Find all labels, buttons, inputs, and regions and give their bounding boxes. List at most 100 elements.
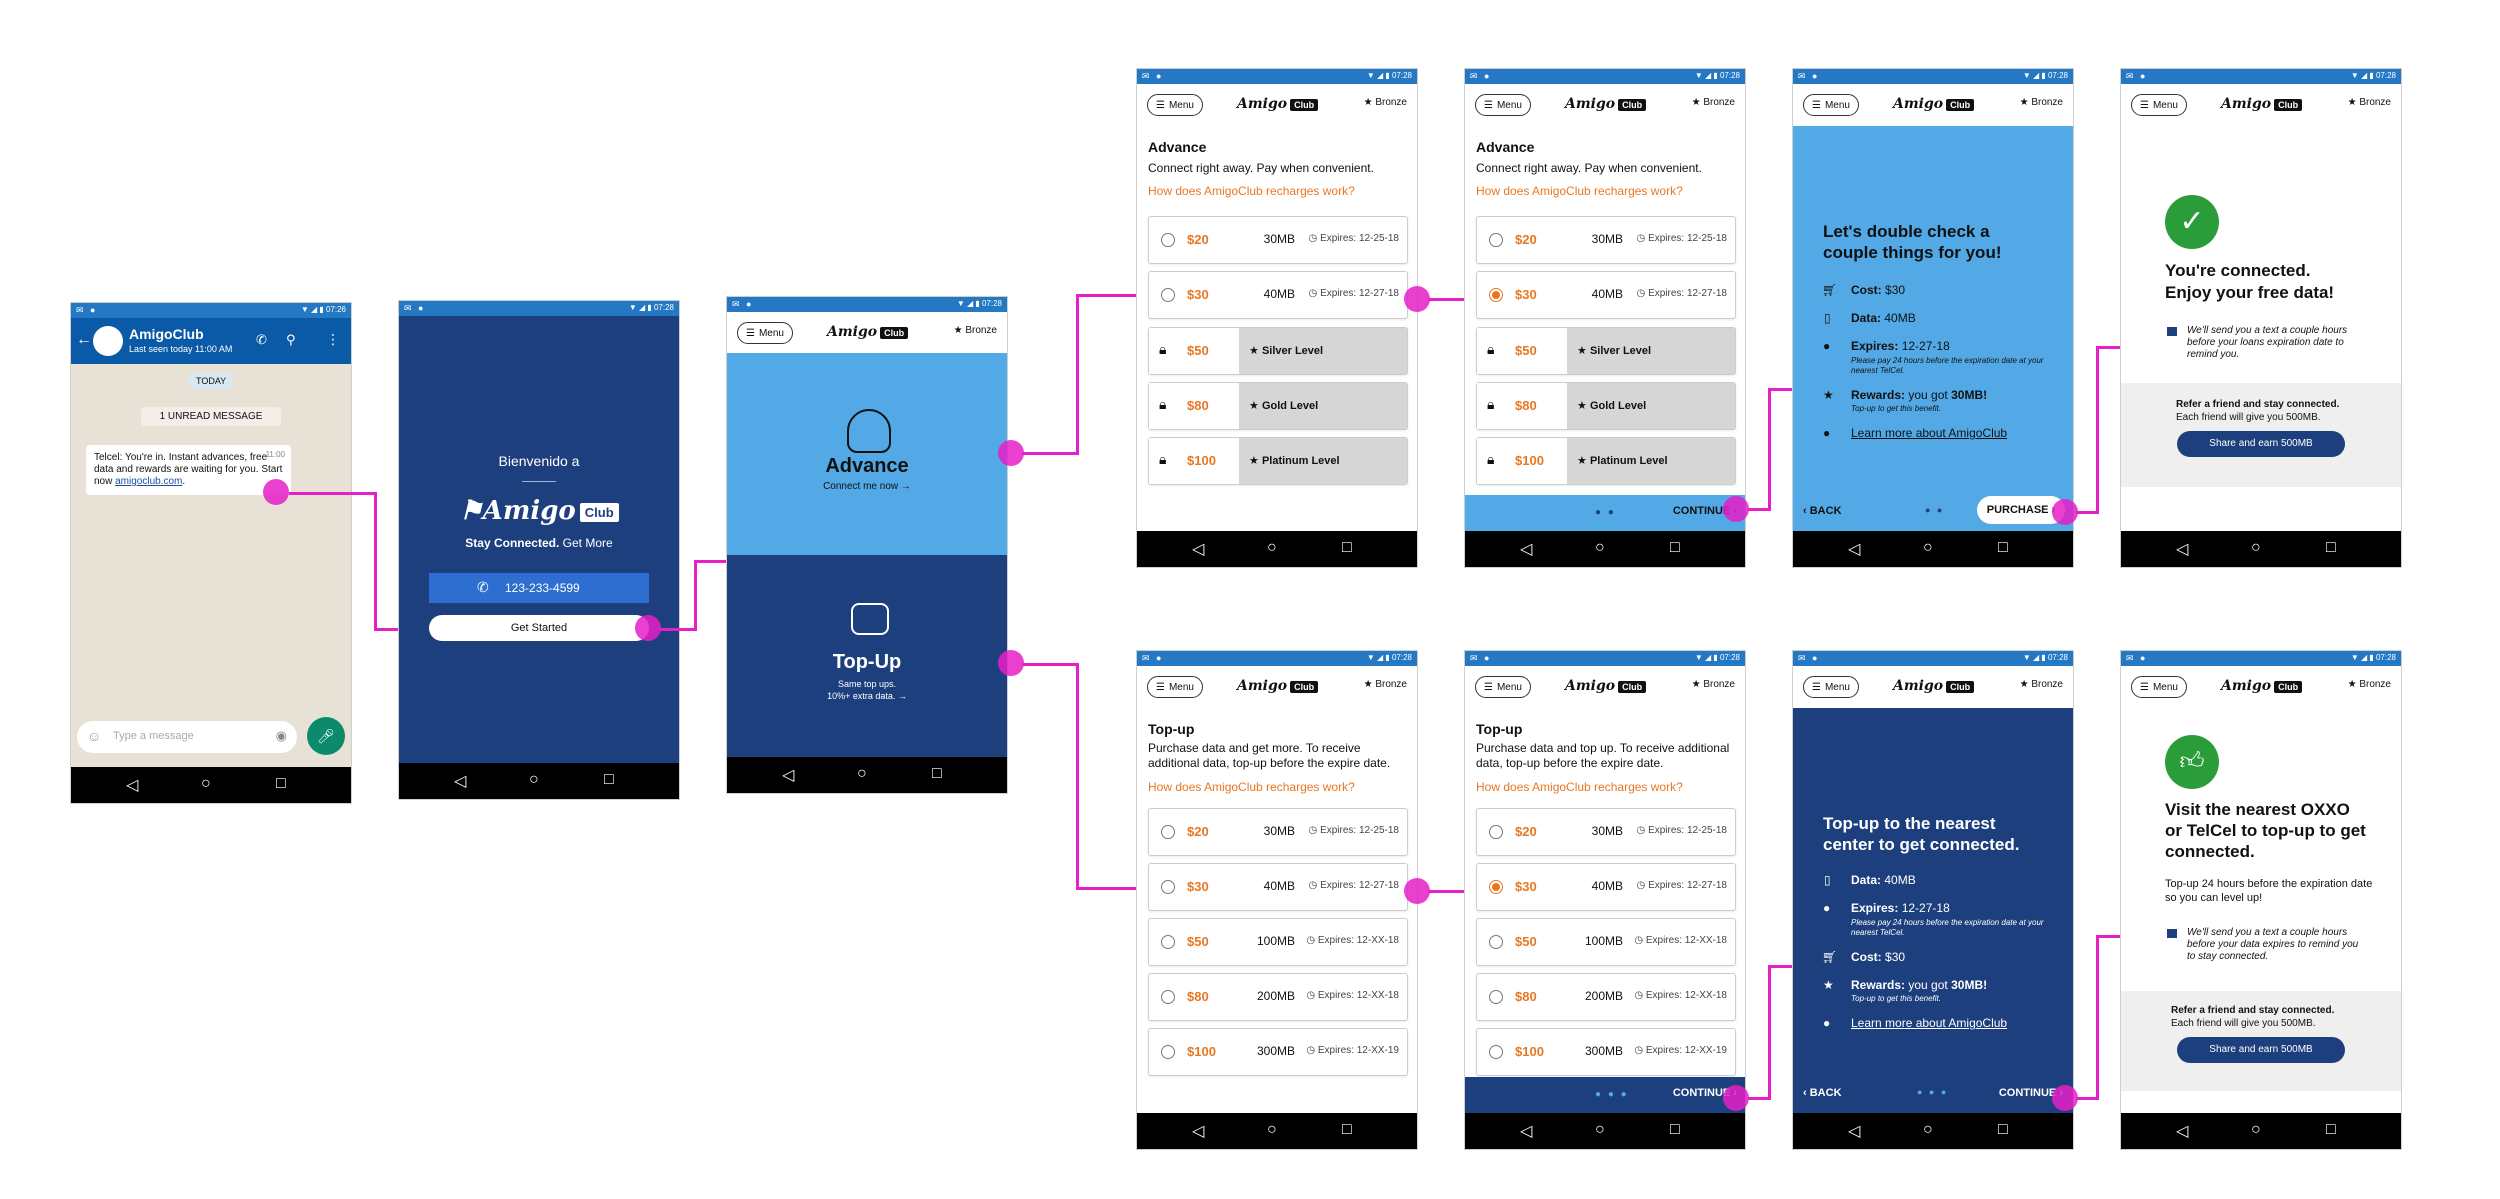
level-badge[interactable]: ★ Bronze: [2347, 679, 2391, 690]
nav-recents-icon[interactable]: □: [1342, 539, 1352, 556]
how-it-works-link[interactable]: How does AmigoClub recharges work?: [1476, 184, 1683, 198]
phone-icon[interactable]: ✆: [256, 332, 267, 347]
nav-back-icon[interactable]: ◁: [2176, 541, 2189, 558]
how-it-works-link[interactable]: How does AmigoClub recharges work?: [1148, 184, 1355, 198]
nav-home-icon[interactable]: ○: [1923, 1121, 1933, 1138]
nav-back-icon[interactable]: ◁: [1520, 541, 1533, 558]
message-input[interactable]: ☺ Type a message ◉: [77, 721, 297, 753]
nav-recents-icon[interactable]: □: [276, 775, 286, 792]
share-button[interactable]: Share and earn 500MB: [2177, 431, 2345, 457]
nav-back-icon[interactable]: ◁: [1520, 1123, 1533, 1140]
nav-recents-icon[interactable]: □: [932, 765, 942, 782]
emoji-icon[interactable]: ☺: [87, 728, 102, 744]
message-link[interactable]: amigoclub.com: [115, 476, 183, 487]
get-started-button[interactable]: Get Started: [429, 615, 649, 641]
nav-back-icon[interactable]: ◁: [2176, 1123, 2189, 1140]
nav-recents-icon[interactable]: □: [1342, 1121, 1352, 1138]
how-it-works-link[interactable]: How does AmigoClub recharges work?: [1148, 780, 1355, 794]
nav-home-icon[interactable]: ○: [1595, 539, 1605, 556]
nav-home-icon[interactable]: ○: [201, 775, 211, 792]
menu-button[interactable]: ☰Menu: [1475, 676, 1531, 698]
radio-button[interactable]: [1489, 990, 1503, 1004]
more-icon[interactable]: ⋮: [326, 331, 340, 347]
level-badge[interactable]: ★ Bronze: [1363, 679, 1407, 690]
menu-button[interactable]: ☰Menu: [1803, 676, 1859, 698]
nav-home-icon[interactable]: ○: [857, 765, 867, 782]
radio-button[interactable]: [1489, 935, 1503, 949]
advance-card[interactable]: Advance Connect me now →: [727, 353, 1007, 555]
radio-button[interactable]: [1161, 1045, 1175, 1059]
level-badge[interactable]: ★ Bronze: [953, 325, 997, 336]
nav-back-icon[interactable]: ◁: [1848, 1123, 1861, 1140]
nav-back-icon[interactable]: ◁: [454, 773, 467, 790]
avatar[interactable]: [93, 326, 123, 356]
menu-button[interactable]: ☰Menu: [2131, 94, 2187, 116]
attach-icon[interactable]: ⚲: [286, 332, 296, 347]
menu-button[interactable]: ☰Menu: [1803, 94, 1859, 116]
nav-back-icon[interactable]: ◁: [782, 767, 795, 784]
radio-button[interactable]: [1161, 288, 1175, 302]
radio-button-selected[interactable]: [1489, 288, 1503, 302]
share-button[interactable]: Share and earn 500MB: [2177, 1037, 2345, 1063]
radio-button[interactable]: [1489, 825, 1503, 839]
radio-button[interactable]: [1161, 935, 1175, 949]
how-it-works-link[interactable]: How does AmigoClub recharges work?: [1476, 780, 1683, 794]
nav-back-icon[interactable]: ◁: [1192, 541, 1205, 558]
nav-home-icon[interactable]: ○: [2251, 539, 2261, 556]
back-arrow-icon[interactable]: ←: [76, 331, 92, 348]
nav-recents-icon[interactable]: □: [2326, 1121, 2336, 1138]
radio-button[interactable]: [1489, 1045, 1503, 1059]
level-badge[interactable]: ★ Bronze: [1363, 97, 1407, 108]
nav-home-icon[interactable]: ○: [1923, 539, 1933, 556]
nav-home-icon[interactable]: ○: [1595, 1121, 1605, 1138]
back-button[interactable]: ‹ BACK: [1803, 1087, 1842, 1099]
menu-button[interactable]: ☰Menu: [1147, 94, 1203, 116]
menu-button[interactable]: ☰Menu: [1475, 94, 1531, 116]
learn-more-line[interactable]: ●Learn more about AmigoClub: [1823, 1016, 2008, 1030]
back-button[interactable]: ‹ BACK: [1803, 505, 1842, 517]
level-badge[interactable]: ★ Bronze: [1691, 97, 1735, 108]
mic-button[interactable]: 🎤︎: [307, 717, 345, 755]
learn-more-line[interactable]: ●Learn more about AmigoClub: [1823, 426, 2008, 440]
nav-recents-icon[interactable]: □: [2326, 539, 2336, 556]
camera-icon[interactable]: ◉: [275, 728, 287, 743]
purchase-button[interactable]: PURCHASE ›: [1977, 496, 2065, 524]
nav-recents-icon[interactable]: □: [1998, 1121, 2008, 1138]
nav-home-icon[interactable]: ○: [1267, 539, 1277, 556]
nav-recents-icon[interactable]: □: [604, 771, 614, 788]
radio-button[interactable]: [1489, 233, 1503, 247]
menu-button[interactable]: ☰Menu: [2131, 676, 2187, 698]
nav-back-icon[interactable]: ◁: [126, 777, 139, 794]
nav-back-icon[interactable]: ◁: [1848, 541, 1861, 558]
radio-button[interactable]: [1161, 233, 1175, 247]
level-badge[interactable]: ★ Bronze: [2019, 97, 2063, 108]
nav-home-icon[interactable]: ○: [529, 771, 539, 788]
level-badge[interactable]: ★ Bronze: [1691, 679, 1735, 690]
level-badge[interactable]: ★ Bronze: [2019, 679, 2063, 690]
nav-recents-icon[interactable]: □: [1670, 1121, 1680, 1138]
topup-card[interactable]: Top-Up Same top ups. 10%+ extra data. →: [727, 555, 1007, 757]
nav-recents-icon[interactable]: □: [1998, 539, 2008, 556]
contact-name[interactable]: AmigoClub: [129, 326, 204, 342]
radio-button-selected[interactable]: [1489, 880, 1503, 894]
menu-button[interactable]: ☰Menu: [737, 322, 793, 344]
nav-back-icon[interactable]: ◁: [1192, 1123, 1205, 1140]
radio-button[interactable]: [1161, 880, 1175, 894]
menu-button[interactable]: ☰Menu: [1147, 676, 1203, 698]
nav-home-icon[interactable]: ○: [1267, 1121, 1277, 1138]
nav-home-icon[interactable]: ○: [2251, 1121, 2261, 1138]
nav-recents-icon[interactable]: □: [1670, 539, 1680, 556]
